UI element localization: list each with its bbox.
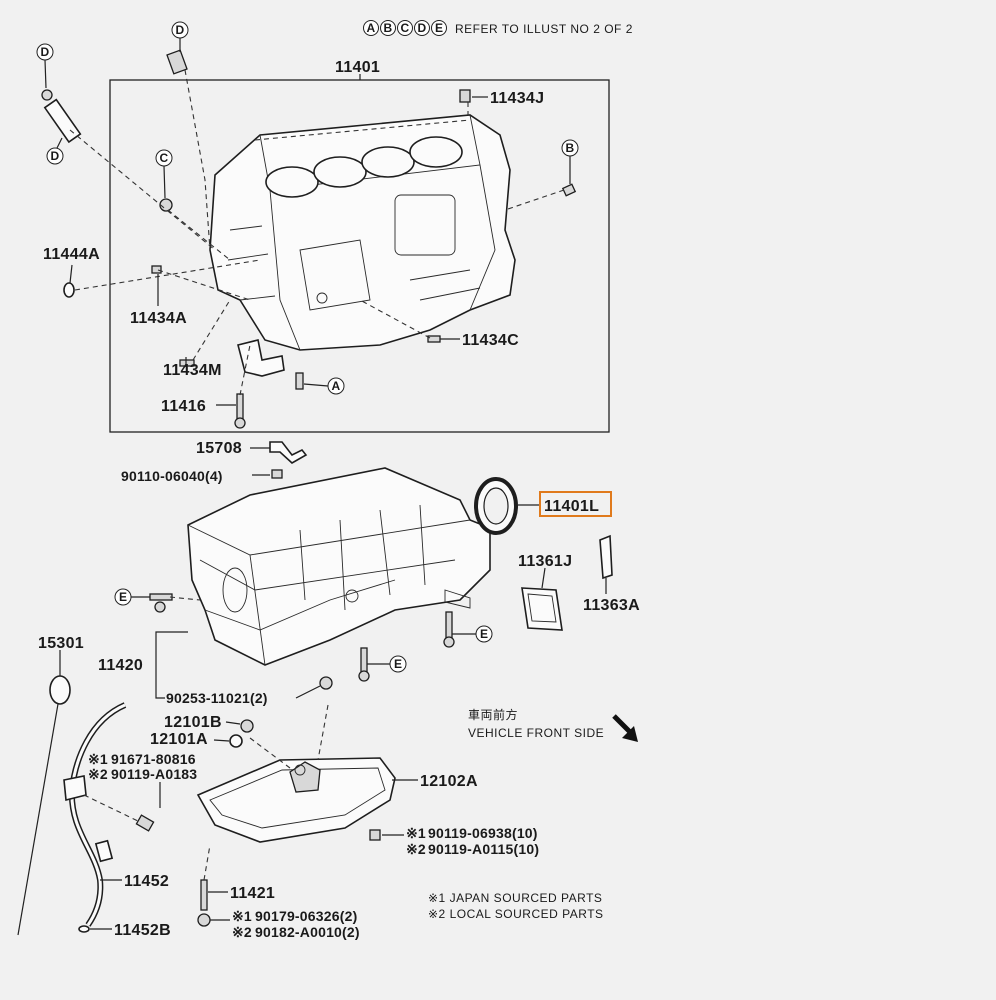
label-11363A[interactable]: 11363A [583, 597, 640, 614]
plug-d-top[interactable] [41, 49, 188, 144]
label-11420[interactable]: 11420 [98, 657, 143, 674]
label-12101A[interactable]: 12101A [150, 731, 208, 748]
callout-a: A [303, 377, 345, 395]
part-11363A-shape[interactable] [599, 534, 613, 580]
callout-d-2: D [36, 43, 54, 89]
plug-12101B-shape[interactable] [240, 719, 254, 733]
header-ref-a: A [367, 21, 376, 35]
callout-d-1: D [171, 21, 189, 52]
mark-90119-A0115: ※2 [406, 841, 426, 857]
label-11434M[interactable]: 11434M [163, 362, 222, 379]
bolt-e-low[interactable] [358, 647, 370, 682]
dipstick-15301[interactable] [17, 675, 71, 936]
svg-text:E: E [394, 657, 402, 671]
part-11434M-shape[interactable] [179, 359, 195, 367]
oil-pan-12102A[interactable] [196, 757, 396, 843]
label-11361J[interactable]: 11361J [518, 553, 572, 570]
bolt-90119-06938-shape[interactable] [369, 829, 381, 841]
crankcase-11420[interactable] [187, 467, 491, 666]
oil-seal-11401L[interactable] [474, 477, 518, 535]
bolt-e-left[interactable] [149, 593, 173, 613]
o-ring-11452B-shape[interactable] [78, 925, 90, 933]
header-ref-circles: A B C D E [363, 20, 447, 36]
callout-c: C [155, 149, 173, 199]
label-91671[interactable]: 91671-80816 [111, 751, 196, 767]
direction-en: VEHICLE FRONT SIDE [468, 726, 604, 740]
callout-e-3: E [367, 655, 407, 673]
label-11401L[interactable]: 11401L [544, 498, 599, 515]
label-11401[interactable]: 11401 [335, 59, 380, 76]
mark-90119-06938: ※1 [406, 825, 426, 841]
svg-text:B: B [566, 141, 575, 155]
svg-text:D: D [51, 149, 60, 163]
svg-text:E: E [119, 590, 127, 604]
part-11434A-shape[interactable] [151, 265, 162, 274]
direction-jp: 車両前方 [468, 707, 518, 722]
callout-e-2: E [452, 625, 493, 643]
part-11444A-shape[interactable] [63, 282, 75, 298]
label-90182[interactable]: 90182-A0010(2) [255, 924, 360, 940]
label-15301[interactable]: 15301 [38, 635, 84, 652]
label-11421[interactable]: 11421 [230, 885, 275, 902]
part-11434C-shape[interactable] [427, 335, 441, 343]
dipstick-guide-11452[interactable] [63, 702, 127, 927]
part-90253-shape[interactable] [319, 676, 333, 690]
legend-local: ※2 LOCAL SOURCED PARTS [428, 907, 604, 921]
bolt-90110-shape[interactable] [271, 469, 283, 479]
header-ref-e: E [435, 21, 443, 35]
label-12101B[interactable]: 12101B [164, 714, 222, 731]
callout-e-1: E [114, 588, 150, 606]
part-11434J-shape[interactable] [459, 89, 471, 103]
callout-b: B [561, 139, 579, 184]
front-arrow-icon [612, 714, 638, 742]
label-11434J[interactable]: 11434J [490, 90, 544, 107]
cylinder-block[interactable] [209, 114, 516, 390]
header-ref-note: REFER TO ILLUST NO 2 OF 2 [455, 22, 633, 36]
label-15708[interactable]: 15708 [196, 440, 242, 457]
svg-text:A: A [332, 379, 341, 393]
stud-11421-shape[interactable] [197, 879, 211, 927]
mark-90119-A0183: ※2 [88, 766, 108, 782]
label-11416[interactable]: 11416 [161, 398, 206, 415]
mark-91671: ※1 [88, 751, 108, 767]
label-90110[interactable]: 90110-06040(4) [121, 468, 223, 484]
label-11452[interactable]: 11452 [124, 873, 169, 890]
callout-d-3: D [46, 137, 64, 165]
label-90119-A0183[interactable]: 90119-A0183 [111, 766, 197, 782]
label-90119-A0115[interactable]: 90119-A0115(10) [428, 841, 539, 857]
svg-text:D: D [176, 23, 185, 37]
mark-90179: ※1 [232, 908, 252, 924]
part-b-plug-shape[interactable] [561, 183, 577, 197]
svg-text:E: E [480, 627, 488, 641]
header-ref-c: C [401, 21, 410, 35]
svg-text:C: C [160, 151, 169, 165]
bolt-e-mid[interactable] [443, 611, 455, 648]
part-15708-shape[interactable] [269, 441, 308, 464]
label-11434C[interactable]: 11434C [462, 332, 519, 349]
gasket-11361J[interactable] [521, 587, 563, 631]
header-ref-d: D [418, 21, 427, 35]
gasket-12101A-shape[interactable] [229, 734, 243, 748]
label-12102A[interactable]: 12102A [420, 773, 478, 790]
part-c-plug-shape[interactable] [159, 198, 173, 212]
bolt-11416-shape[interactable] [234, 393, 246, 429]
header-ref-b: B [384, 21, 393, 35]
svg-text:D: D [41, 45, 50, 59]
label-11452B[interactable]: 11452B [114, 922, 171, 939]
label-90179[interactable]: 90179-06326(2) [255, 908, 357, 924]
bolt-91671-shape[interactable] [135, 814, 155, 832]
highlight-11401L [539, 491, 612, 517]
label-11444A[interactable]: 11444A [43, 246, 100, 263]
label-11434A[interactable]: 11434A [130, 310, 187, 327]
label-90119-06938[interactable]: 90119-06938(10) [428, 825, 538, 841]
label-90253[interactable]: 90253-11021(2) [166, 690, 268, 706]
mark-90182: ※2 [232, 924, 252, 940]
legend-japan: ※1 JAPAN SOURCED PARTS [428, 891, 602, 905]
